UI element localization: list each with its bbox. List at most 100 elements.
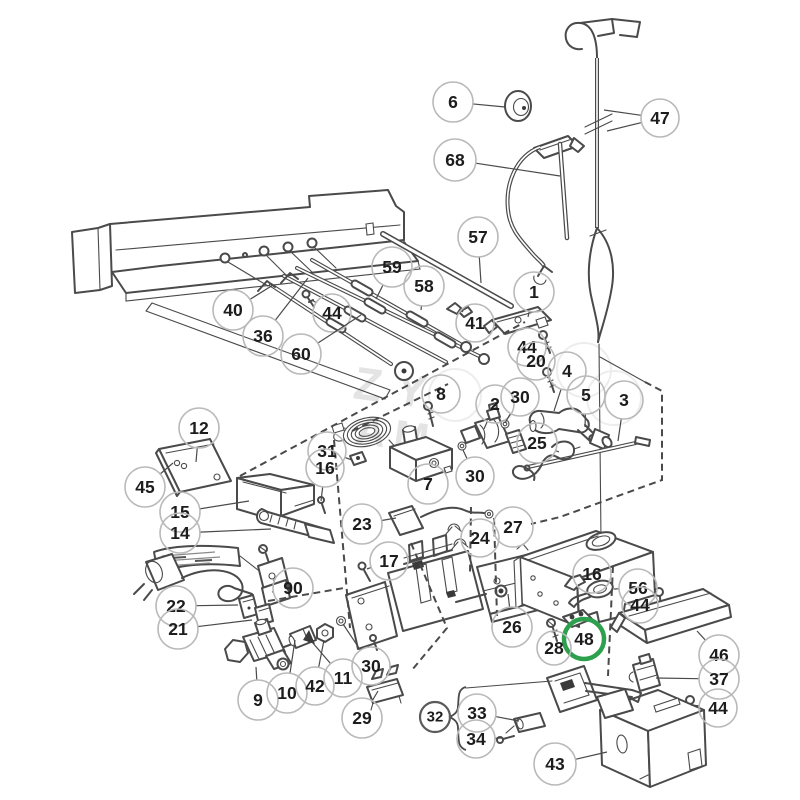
cable-23-drawing — [388, 505, 529, 551]
callout-ring — [492, 506, 534, 548]
callout-ring — [157, 608, 199, 650]
callout-number: 44 — [630, 595, 650, 615]
callout-ring — [242, 315, 284, 357]
callout-number: 6 — [448, 92, 458, 112]
callout-36: 36 — [242, 277, 309, 357]
callout-15: 15 — [159, 491, 250, 533]
callout-ring — [421, 374, 461, 414]
callout-ring — [369, 541, 409, 581]
callout-23: 23 — [341, 503, 397, 545]
callout-ring — [307, 431, 347, 471]
callout-ring — [159, 512, 201, 554]
callout-ring — [698, 658, 740, 700]
callout-22: 22 — [155, 585, 239, 627]
callout-ring — [457, 216, 499, 258]
callout-ring — [280, 333, 322, 375]
callout-number: 1 — [529, 282, 539, 302]
callout-number: 30 — [510, 387, 530, 407]
callout-ring — [533, 742, 577, 786]
callout-number: 9 — [253, 690, 263, 710]
callout-43: 43 — [533, 742, 608, 786]
callout-number: 15 — [170, 502, 190, 522]
callout-number: 45 — [135, 477, 155, 497]
callout-48: 48 — [561, 616, 607, 662]
callout-ring — [698, 634, 740, 676]
callout-ring — [513, 271, 555, 313]
callout-ring — [418, 700, 452, 734]
cable-68-drawing — [504, 90, 585, 285]
callout-56: 56 — [613, 568, 658, 608]
callout-44: 44 — [311, 293, 352, 333]
callout-ring — [516, 341, 556, 381]
callout-number: 12 — [189, 418, 209, 438]
callout-25: 25 — [516, 422, 560, 464]
callout-ring — [403, 265, 445, 307]
callout-29: 29 — [341, 690, 383, 739]
callout-number: 10 — [277, 683, 297, 703]
callout-number: 58 — [414, 276, 434, 296]
callout-number: 16 — [582, 564, 602, 584]
callout-30: 30 — [455, 449, 495, 496]
callout-ring — [432, 81, 474, 123]
callout-58: 58 — [403, 265, 445, 311]
callout-number: 22 — [166, 596, 186, 616]
callout-28: 28 — [536, 630, 572, 666]
callout-number: 44 — [708, 698, 728, 718]
callout-ring — [572, 554, 612, 594]
callout-ring — [266, 672, 308, 714]
callout-37: 37 — [655, 658, 740, 700]
callout-number: 25 — [527, 433, 547, 453]
callout-ring — [159, 491, 201, 533]
callout-32: 32 — [418, 700, 452, 734]
callout-number: 60 — [291, 344, 311, 364]
callout-number: 37 — [709, 669, 728, 689]
callout-30: 30 — [500, 377, 540, 424]
callout-7: 7 — [407, 463, 449, 505]
callout-ring — [312, 293, 352, 333]
callout-44: 44 — [690, 688, 738, 728]
callout-41: 41 — [455, 303, 495, 343]
callout-20: 20 — [516, 341, 556, 381]
callout-ring — [500, 377, 540, 417]
callout-ring — [155, 585, 197, 627]
callout-ring — [455, 456, 495, 496]
callout-number: 46 — [709, 645, 729, 665]
callout-2: 2 — [475, 384, 515, 430]
callout-59: 59 — [371, 246, 413, 300]
callout-ring — [621, 586, 659, 624]
callout-ring — [323, 658, 363, 698]
callout-1: 1 — [513, 271, 555, 318]
callout-number: 26 — [502, 617, 522, 637]
callout-8: 8 — [421, 374, 461, 414]
callout-number: 40 — [223, 300, 243, 320]
callout-number: 48 — [574, 629, 594, 649]
callout-ring — [507, 327, 547, 367]
callout-10: 10 — [266, 639, 308, 714]
callout-number: 30 — [465, 466, 485, 486]
callout-ring — [457, 693, 497, 733]
callout-number: 24 — [470, 528, 490, 548]
watermark-circles — [428, 342, 642, 426]
callout-ring — [475, 384, 515, 424]
callout-number: 30 — [361, 656, 381, 676]
cover-burner-drawing — [155, 438, 367, 544]
callout-ring — [536, 630, 572, 666]
callout-number: 43 — [545, 754, 565, 774]
callout-17: 17 — [366, 541, 409, 581]
callout-number: 7 — [423, 474, 433, 494]
callout-26: 26 — [491, 593, 533, 648]
callout-number: 36 — [253, 326, 273, 346]
callout-ring — [124, 466, 166, 508]
callout-number: 17 — [379, 551, 398, 571]
callout-ring — [178, 407, 220, 449]
callout-number: 23 — [352, 514, 372, 534]
callout-21: 21 — [157, 608, 253, 650]
callout-ring — [456, 719, 496, 759]
callout-9: 9 — [237, 666, 279, 721]
callout-14: 14 — [159, 512, 272, 554]
callout-33: 33 — [457, 693, 520, 733]
callout-number: 57 — [468, 227, 487, 247]
callout-number: 41 — [465, 313, 485, 333]
